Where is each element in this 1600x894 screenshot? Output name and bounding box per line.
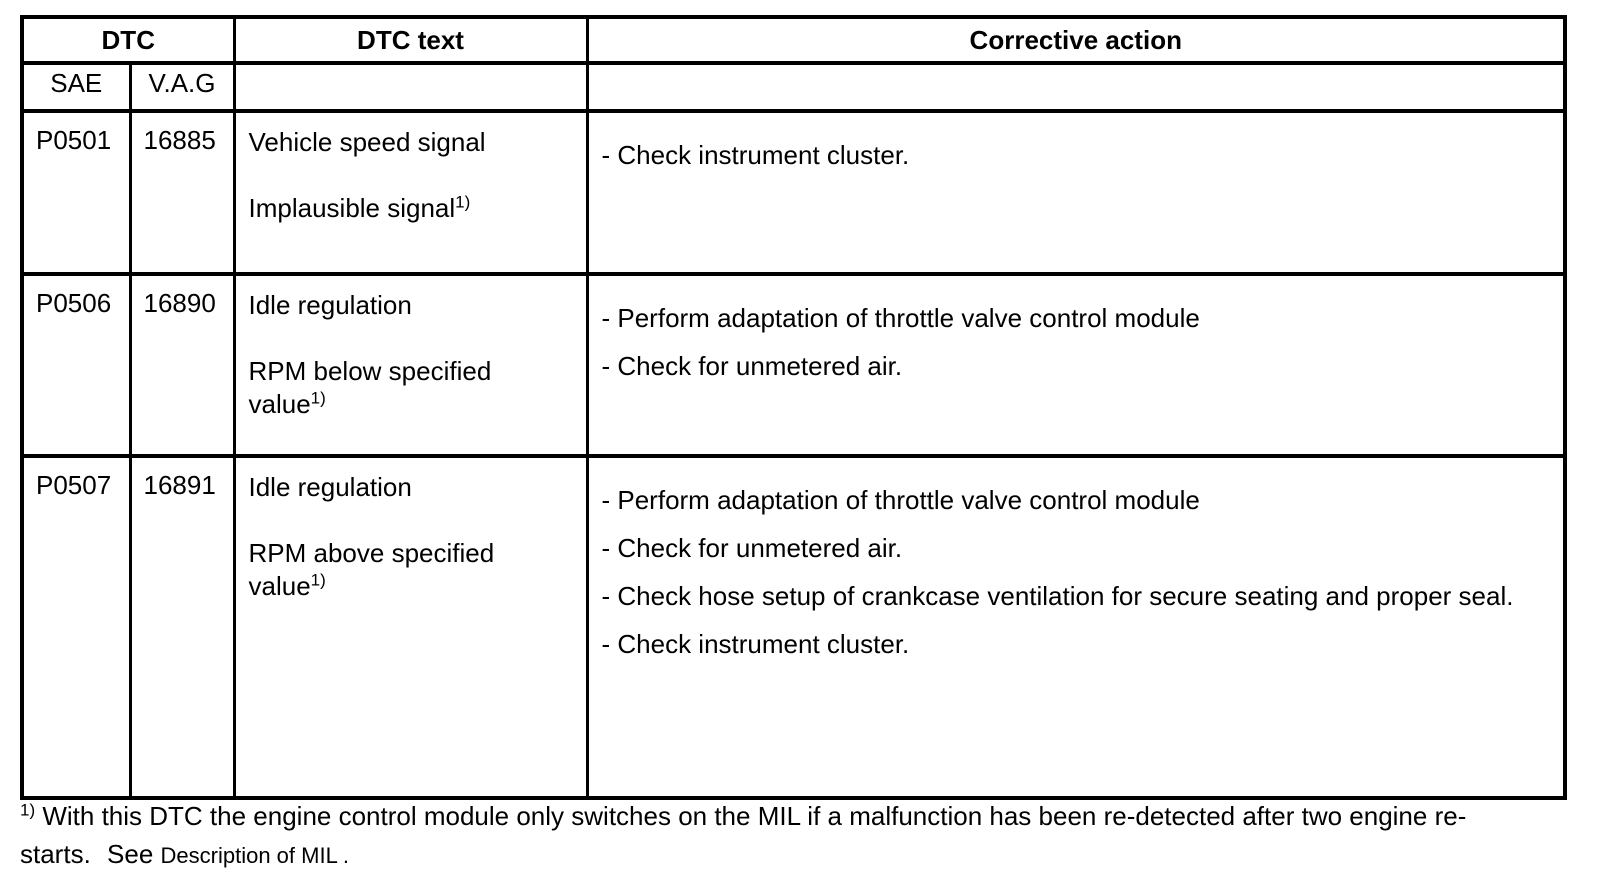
header-dtc-text: DTC text bbox=[232, 15, 589, 65]
dtc-text-cell: Vehicle speed signal Implausible signal1… bbox=[232, 109, 589, 276]
dtc-text-line: Idle regulation bbox=[248, 290, 412, 320]
subheader-corrective-empty bbox=[585, 61, 1567, 113]
subheader-vag: V.A.G bbox=[128, 61, 236, 113]
vag-code: 16885 bbox=[128, 109, 236, 276]
corrective-action-item: - Check for unmetered air. bbox=[601, 533, 903, 563]
table-row-p0506: P0506 16890 Idle regulation RPM below sp… bbox=[20, 272, 1567, 458]
dtc-table: DTC DTC text Corrective action SAE V.A.G… bbox=[20, 15, 1567, 800]
dtc-text-line: Implausible signal1) bbox=[248, 192, 471, 223]
dtc-text-line: RPM above specified value1) bbox=[248, 538, 495, 601]
subheader-dtc-text-empty bbox=[232, 61, 589, 113]
header-dtc: DTC bbox=[20, 15, 236, 65]
corrective-action-item: - Check hose setup of crankcase ventilat… bbox=[601, 581, 1514, 611]
footnote-marker-sup: 1) bbox=[455, 192, 471, 212]
corrective-action-item: - Check for unmetered air. bbox=[601, 351, 903, 381]
corrective-action-cell: - Perform adaptation of throttle valve c… bbox=[585, 272, 1567, 458]
corrective-action-item: - Perform adaptation of throttle valve c… bbox=[601, 303, 1200, 333]
footnote-text: With this DTC the engine control module … bbox=[20, 801, 1467, 869]
description-of-mil-reference[interactable]: Description of MIL bbox=[160, 843, 338, 868]
subheader-sae: SAE bbox=[20, 61, 132, 113]
sae-code: P0501 bbox=[20, 109, 132, 276]
header-corrective-action: Corrective action bbox=[585, 15, 1567, 65]
corrective-action-cell: - Perform adaptation of throttle valve c… bbox=[585, 454, 1567, 800]
table-row-p0507: P0507 16891 Idle regulation RPM above sp… bbox=[20, 454, 1567, 800]
corrective-action-item: - Check instrument cluster. bbox=[601, 140, 910, 170]
sae-code: P0507 bbox=[20, 454, 132, 800]
footnote-marker-sup: 1) bbox=[310, 570, 326, 590]
vag-code: 16891 bbox=[128, 454, 236, 800]
dtc-text-line: RPM below specified value1) bbox=[248, 356, 492, 419]
footnote-see-label: See bbox=[107, 839, 154, 869]
footnote: 1) With this DTC the engine control modu… bbox=[20, 797, 1532, 875]
dtc-text-cell: Idle regulation RPM above specified valu… bbox=[232, 454, 589, 800]
corrective-action-item: - Check instrument cluster. bbox=[601, 629, 910, 659]
table-subheader-row: SAE V.A.G bbox=[20, 61, 1567, 113]
sae-code: P0506 bbox=[20, 272, 132, 458]
table-row-p0501: P0501 16885 Vehicle speed signal Implaus… bbox=[20, 109, 1567, 276]
dtc-text-line: Idle regulation bbox=[248, 472, 412, 502]
corrective-action-item: - Perform adaptation of throttle valve c… bbox=[601, 485, 1200, 515]
footnote-marker-sup: 1) bbox=[310, 388, 326, 408]
vag-code: 16890 bbox=[128, 272, 236, 458]
footnote-terminator: . bbox=[342, 843, 349, 868]
dtc-text-line: Vehicle speed signal bbox=[248, 127, 486, 157]
dtc-text-cell: Idle regulation RPM below specified valu… bbox=[232, 272, 589, 458]
footnote-marker-sup: 1) bbox=[20, 800, 36, 820]
table-header-row: DTC DTC text Corrective action bbox=[20, 15, 1567, 65]
corrective-action-cell: - Check instrument cluster. bbox=[585, 109, 1567, 276]
